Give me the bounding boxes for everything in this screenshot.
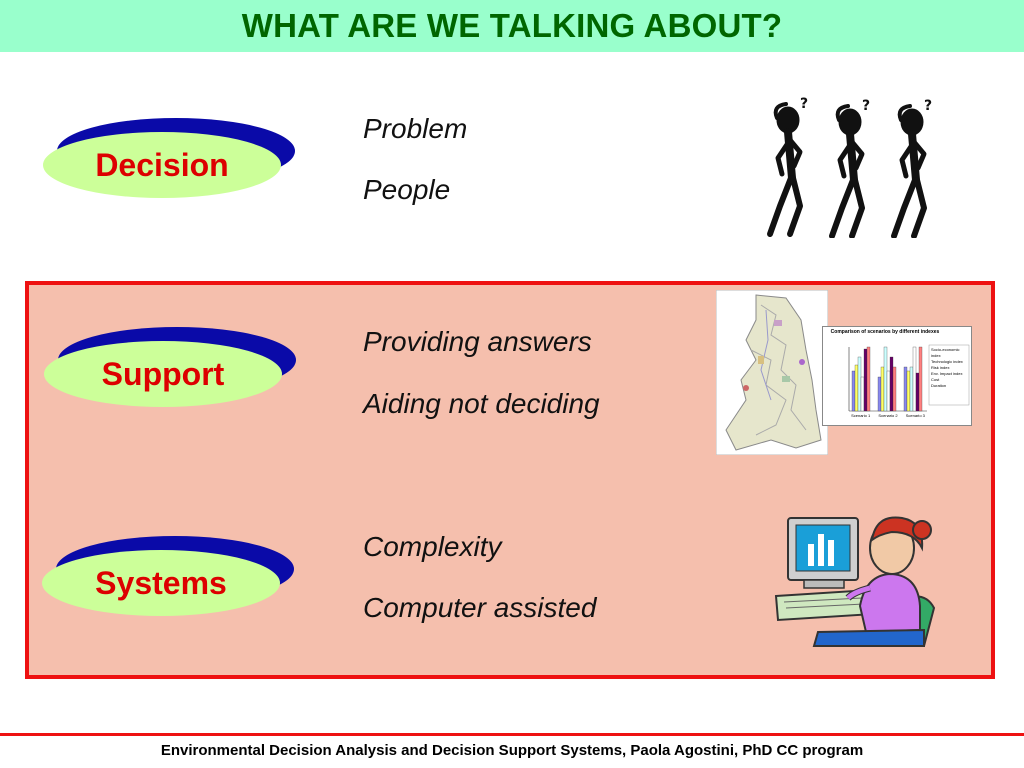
- legend-entry: Socio-economic index: [931, 347, 960, 358]
- footer-rule: [0, 733, 1024, 736]
- svg-text:?: ?: [800, 96, 808, 112]
- chart-thumbnail-xaxis: Scenario 1 Scenario 2 Scenario 3: [847, 413, 929, 418]
- decision-pill: Decision: [43, 118, 295, 202]
- systems-label: Systems: [95, 564, 227, 601]
- chart-category-label: Scenario 1: [851, 413, 871, 418]
- chart-thumbnail-bars: [848, 344, 970, 412]
- aiding-not-deciding-text: Aiding not deciding: [363, 388, 600, 419]
- computer-assisted-text: Computer assisted: [363, 592, 597, 623]
- thinking-people-icon: ? ? ?: [767, 96, 932, 238]
- svg-text:?: ?: [862, 98, 870, 114]
- chart-thumbnail-legend: Socio-economic index Technologic index R…: [931, 347, 969, 389]
- computer-user-icon: [774, 516, 936, 647]
- chart-thumbnail: Comparison of scenarios by different ind…: [822, 326, 972, 426]
- support-pill: Support: [44, 327, 296, 411]
- complexity-text: Complexity: [363, 531, 502, 562]
- decision-label: Decision: [95, 146, 229, 183]
- chart-category-label: Scenario 3: [905, 413, 925, 418]
- title-bar: WHAT ARE WE TALKING ABOUT?: [0, 0, 1024, 52]
- legend-entry: Duration: [931, 383, 947, 388]
- chart-category-label: Scenario 2: [878, 413, 898, 418]
- pill-face: Decision: [43, 132, 281, 198]
- systems-pill: Systems: [42, 536, 294, 620]
- legend-entry: Cost: [931, 377, 940, 382]
- footer-text: Environmental Decision Analysis and Deci…: [160, 742, 864, 759]
- support-label: Support: [101, 355, 225, 392]
- people-text: People: [363, 174, 451, 205]
- chart-thumbnail-title: Comparison of scenarios by different ind…: [830, 329, 940, 335]
- pill-face: Systems: [42, 550, 280, 616]
- legend-entry: Risk index: [931, 365, 950, 370]
- legend-entry: Env. Impact index: [931, 371, 963, 376]
- problem-text: Problem: [363, 113, 468, 144]
- svg-text:?: ?: [924, 98, 932, 114]
- map-thumbnail-icon: [716, 290, 828, 455]
- legend-entry: Technologic index: [931, 359, 963, 364]
- providing-answers-text: Providing answers: [363, 326, 592, 357]
- pill-face: Support: [44, 341, 282, 407]
- slide-title: WHAT ARE WE TALKING ABOUT?: [241, 7, 783, 44]
